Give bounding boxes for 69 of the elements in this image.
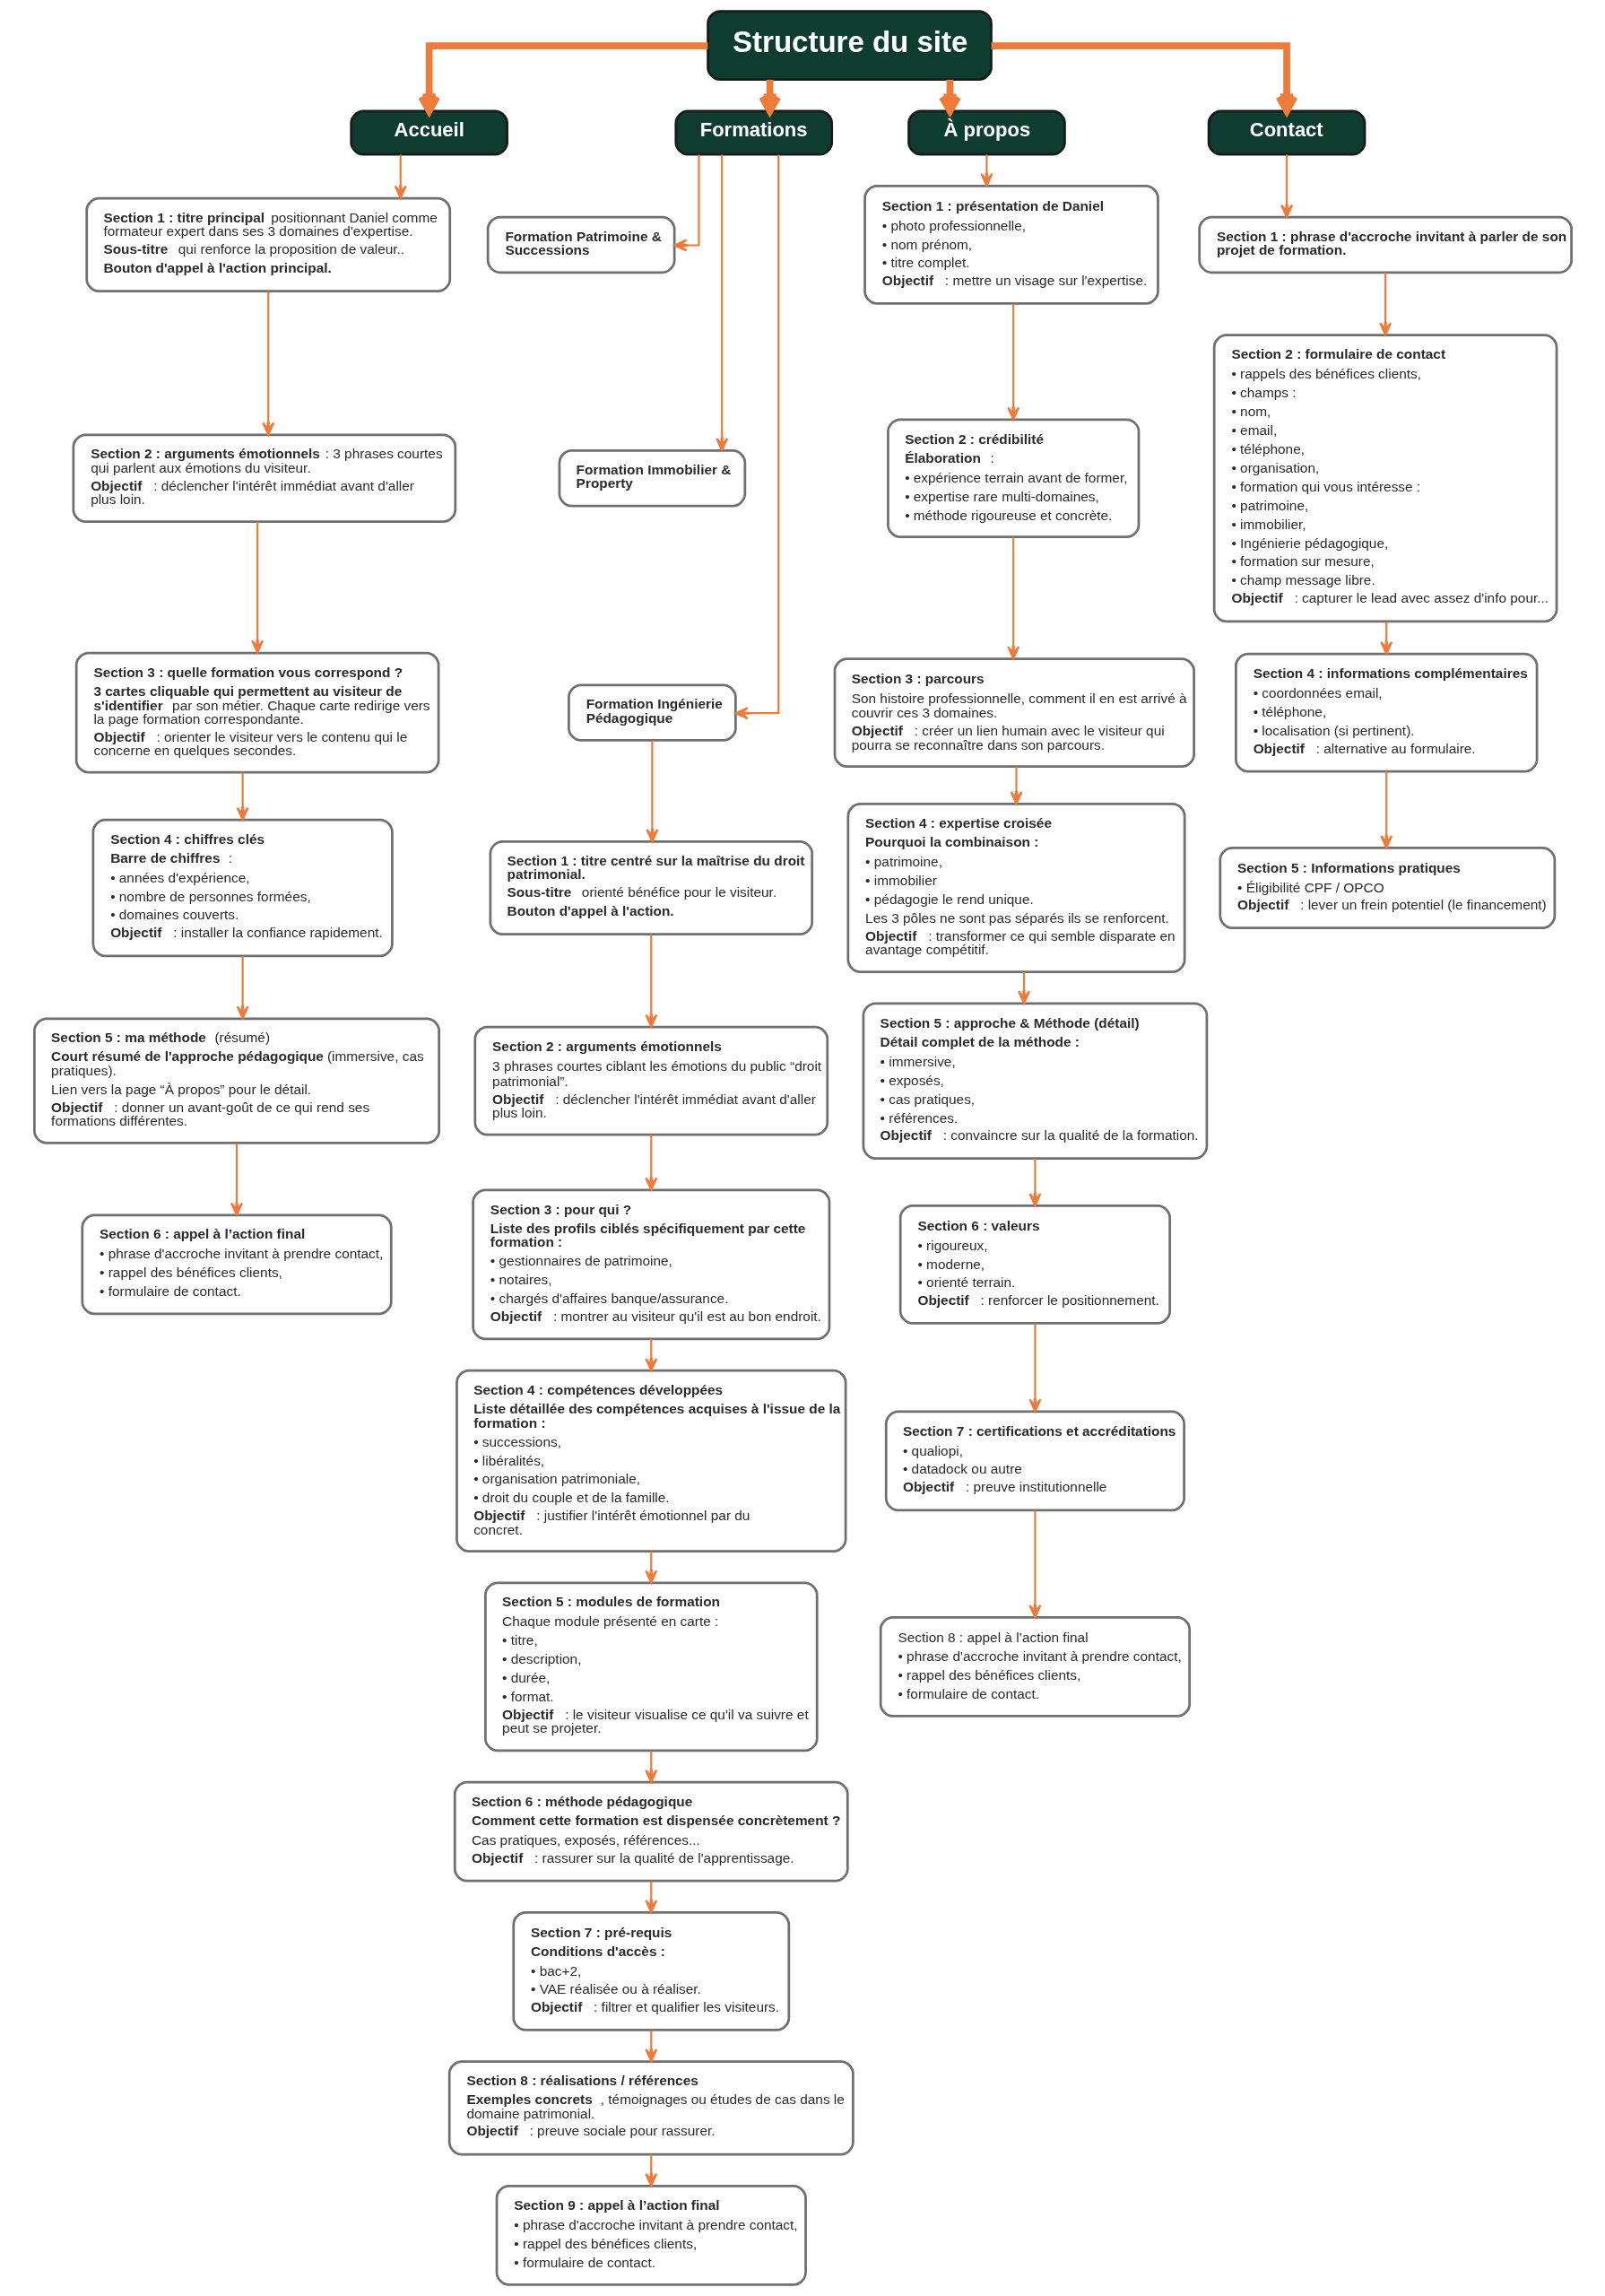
arrow [1006,536,1019,660]
arrow [261,291,274,436]
arrow [1028,1323,1041,1413]
node-box: Section 2 : formulaire de contact • rappels des bénéfices clients, • champs : • nom, • email, • téléphone, • organisation, • formation qui vous intéresse : • patrimoine, • immobilier, • Ingénierie pédagogique, • formation sur mesure, • champ message libre. Objectif : capturer le lead avec assez d'info pour... [1212,334,1557,623]
arrow [644,1135,657,1191]
arrow [1378,272,1392,336]
node-box: Section 8 : appel à l’action final • phrase d'accroche invitant à prendre contact, • rappel des bénéfices clients, • formulaire de contact. [879,1615,1191,1718]
node-box: Section 4 : compétences développées Liste détaillée des compétences acquises à l'issue de la formation : • successions, • libéralités, • organisation patrimoniale, • droit du couple et de la famille. Objectif : justifier l'intérêt émotionnel par du concret. [455,1369,846,1552]
node-box: Section 5 : approche & Méthode (détail) Détail complet de la méthode : • immersive, • exposés, • cas pratiques, • références. Objectif : convaincre sur la qualité de la formation. [862,1002,1208,1160]
node-box: Section 1 : titre principal positionnant Daniel comme formateur expert dans ses 3 domaines d'expertise. Sous-titre qui renforce la proposition de valeur.. Bouton d'appel à l'action principal. [84,196,451,293]
node-box: À propos [907,109,1066,156]
arrow [394,154,407,199]
node-box: Section 3 : parcours Son histoire professionnelle, comment il en est arrivé à couvrir ces 3 domaines. Objectif : créer un lien humain avec le visiteur qui pourra se reconnaître dans son parcours. [833,657,1195,768]
node-box: Accueil [349,109,508,156]
arrow [645,740,658,843]
node-box: Formations [673,109,833,156]
arrow [236,772,249,821]
arrow [417,42,707,116]
arrow [990,42,1298,116]
arrow [644,2154,657,2187]
arrow [1280,154,1293,219]
node-box: Section 6 : méthode pédagogique Comment cette formation est dispensée concrètement ? Cas pratiques, exposés, références... Objectif : rassurer sur la qualité de l'apprentissage. [453,1780,849,1883]
node-box: Section 5 : modules de formation Chaque module présenté en carte : • titre, • description, • durée, • format. Objectif : le visiteur visualise ce qu'il va suivre et peut se projeter. [483,1581,819,1752]
arrow [938,79,961,116]
node-box: Section 6 : valeurs • rigoureux, • moderne, • orienté terrain. Objectif : renforcer le positionnement. [898,1205,1171,1325]
arrow [230,1143,243,1216]
node-box: Section 8 : réalisations / références Exemples concrets, témoignages ou études de cas dans le domaine patrimonial. Objectif : preuve sociale pour rassurer. [447,2060,855,2156]
node-box: Structure du site [706,10,993,81]
node-box: Section 3 : quelle formation vous correspond ? 3 cartes cliquable qui permettent au visiteur de s'identifier par son métier. Chaque carte redirige vers la page formation correspondante. Objectif : orienter le visiteur vers le contenu qui le concerne en quelques secondes. [74,651,439,774]
node-box: Section 4 : informations complémentaires • coordonnées email, • téléphone, • localisation (si pertinent). Objectif : alternative au formulaire. [1234,652,1538,773]
node-box: Section 9 : appel à l’action final • phrase d'accroche invitant à prendre contact, • rappel des bénéfices clients, • formulaire de contact. [495,2184,807,2286]
node-box: Contact [1207,109,1366,156]
node-box: Section 2 : crédibilité Élaboration : • expérience terrain avant de former, • expertise rare multi-domaines, • méthode rigoureuse et concrète. [886,418,1140,539]
arrow [715,154,728,452]
arrow [644,1881,657,1914]
node-box: Formation Ingénierie Pédagogique [567,683,737,742]
arrow [1009,766,1023,805]
node-box: Section 4 : expertise croisée Pourquoi la combinaison : • patrimoine, • immobilier • pédagogie le rend unique. Les 3 pôles ne sont pas séparés ils se renforcent. Objectif : transformer ce qui semble disparate en avantage compétitif. [846,803,1186,973]
arrow [672,154,700,252]
arrow [644,2030,657,2063]
node-box: Section 7 : certifications et accréditations • qualiopi, • datadock ou autre Objectif : preuve institutionnelle [884,1410,1185,1512]
node-box: Section 2 : arguments émotionnels 3 phrases courtes ciblant les émotions du public “droit patrimonial”. Objectif : déclencher l'intérêt immédiat avant d'aller plus loin. [473,1025,829,1136]
arrow [1006,303,1019,421]
arrow [644,1339,657,1372]
arrow [236,956,249,1020]
arrow [1028,1158,1041,1207]
arrow [644,935,657,1028]
arrow [644,1751,657,1784]
node-box: Formation Immobilier & Property [558,449,746,508]
arrow [758,79,781,116]
node-box: Section 6 : appel à l’action final • phrase d'accroche invitant à prendre contact, • rappel des bénéfices clients, • formulaire de contact. [80,1213,393,1316]
arrow [644,1551,657,1584]
node-box: Section 5 : Informations pratiques • Éligibilité CPF / OPCO Objectif : lever un frein potentiel (le financement) [1218,847,1556,929]
arrow [1379,771,1392,849]
arrow [733,154,779,720]
arrow [1379,622,1392,656]
arrow [1017,971,1030,1004]
node-box: Section 5 : ma méthode (résumé) Court résumé de l'approche pédagogique (immersive, cas pratiques). Lien vers la page “À propos” pour le détail. Objectif : donner un avant-goût de ce qui rend ses formations différentes. [32,1017,440,1144]
node-box: Section 1 : titre centré sur la maîtrise du droit patrimonial. Sous-titre orienté bénéfice pour le visiteur. Bouton d'appel à l'action. [489,839,813,936]
arrow [250,521,264,654]
node-box: Section 7 : pré-requis Conditions d'accès : • bac+2, • VAE réalisée ou à réaliser. Objectif : filtrer et qualifier les visiteurs. [511,1911,790,2031]
node-box: Section 3 : pour qui ? Liste des profils ciblés spécifiquement par cette formation : • gestionnaires de patrimoine, • notaires, • chargés d'affaires banque/assurance. Objectif : montrer au visiteur qu'il est au bon endroit. [471,1188,830,1341]
node-box: Section 4 : chiffres clés Barre de chiffres : • années d'expérience, • nombre de personnes formées, • domaines couverts. Objectif : installer la confiance rapidement. [91,818,394,958]
node-box: Section 1 : phrase d'accroche invitant à parler de son projet de formation. [1197,215,1573,274]
node-box: Section 2 : arguments émotionnels : 3 phrases courtes qui parlent aux émotions du visiteur. Objectif : déclencher l'intérêt immédiat avant d'aller plus loin. [72,433,456,524]
arrow [979,154,993,187]
node-box: Formation Patrimoine & Successions [486,215,676,274]
arrow [1028,1510,1041,1619]
node-box: Section 1 : présentation de Daniel • photo professionnelle, • nom prénom, • titre complet. Objectif : mettre un visage sur l'expertise. [863,185,1159,305]
